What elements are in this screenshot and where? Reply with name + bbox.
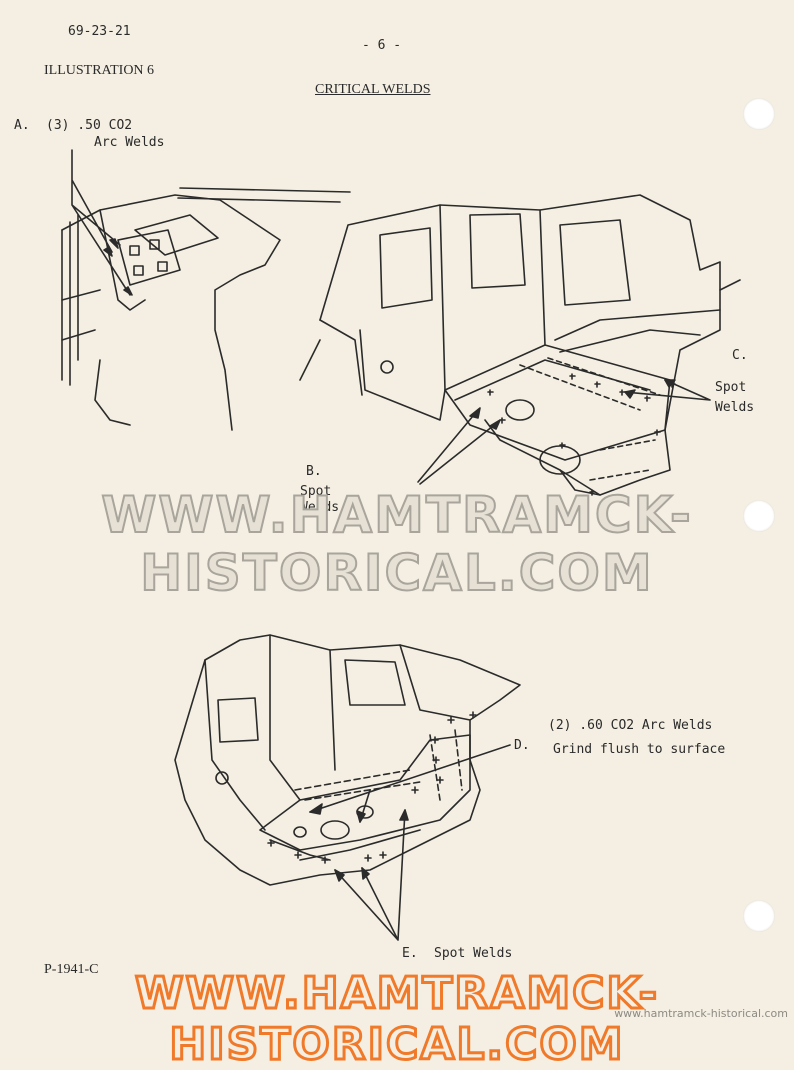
- illustration-label: ILLUSTRATION 6: [44, 63, 155, 78]
- page-title: CRITICAL WELDS: [315, 82, 431, 97]
- drawing-bc: [299, 194, 741, 496]
- drawing-de: [174, 634, 521, 941]
- callout-a-text-2: Arc Welds: [94, 135, 165, 150]
- callout-d-text-1: (2) .60 CO2 Arc Welds: [548, 718, 713, 733]
- binder-hole-top: [743, 98, 775, 130]
- callout-c-text-1: Spot: [715, 380, 747, 395]
- binder-hole-bottom: [743, 900, 775, 932]
- drawing-a: [61, 149, 351, 431]
- callout-b-text-2: Welds: [300, 500, 340, 515]
- document-number: 69-23-21: [68, 24, 131, 39]
- watermark-small: www.hamtramck-historical.com: [614, 1007, 788, 1020]
- callout-e-text: Spot Welds: [434, 946, 513, 961]
- part-number: P-1941-C: [44, 962, 99, 977]
- page-number: - 6 -: [362, 38, 402, 53]
- callout-d-text-2: Grind flush to surface: [553, 742, 726, 757]
- callout-c-label: C.: [732, 348, 748, 363]
- callout-d-label: D.: [514, 738, 530, 753]
- binder-hole-middle: [743, 500, 775, 532]
- callout-c-text-2: Welds: [715, 400, 755, 415]
- callout-b-text-1: Spot: [300, 484, 332, 499]
- callout-a-text-1: (3) .50 CO2: [46, 118, 133, 133]
- callout-e-label: E.: [402, 946, 418, 961]
- callout-a-label: A.: [14, 118, 30, 133]
- callout-b-label: B.: [306, 464, 322, 479]
- weld-diagrams: [61, 149, 741, 941]
- watermark-main: WWW.HAMTRAMCK-HISTORICAL.COM: [100, 485, 693, 603]
